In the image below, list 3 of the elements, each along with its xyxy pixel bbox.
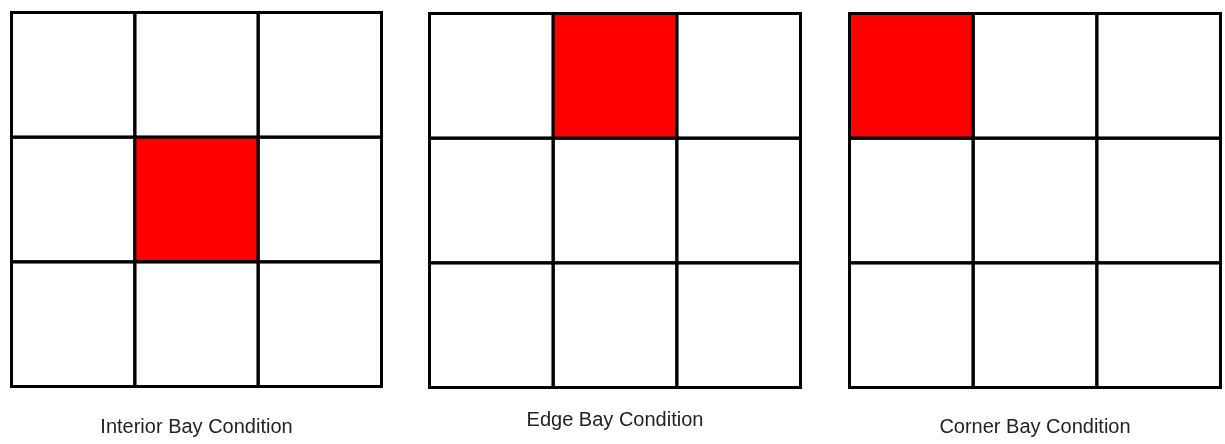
node-label: Corner Bay Condition bbox=[939, 415, 1131, 438]
node-label: Interior Bay Condition bbox=[100, 415, 293, 438]
node-label: Edge Bay Condition bbox=[526, 408, 704, 431]
